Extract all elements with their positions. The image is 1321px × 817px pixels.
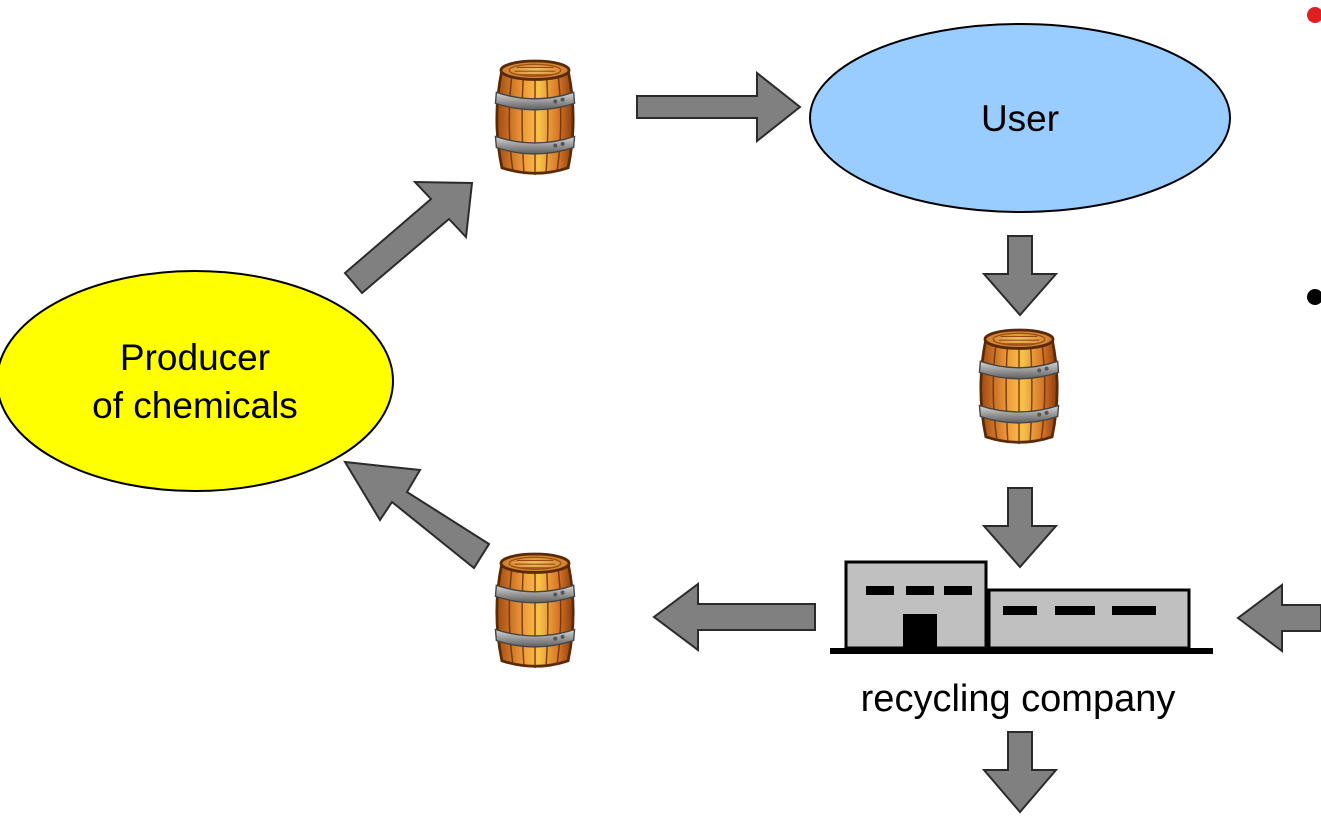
- producer-label-line2: of chemicals: [92, 385, 298, 426]
- arrow-to-bottom-barrel: [652, 582, 816, 652]
- arrow-producer-to-barrel: [343, 180, 474, 295]
- barrel-icon: [979, 330, 1058, 444]
- arrow-to-user: [636, 70, 802, 144]
- black-bullet: [1307, 289, 1321, 305]
- barrel-icon: [493, 59, 577, 177]
- producer-label-line1: Producer: [120, 337, 270, 378]
- producer-ellipse: [0, 270, 394, 492]
- user-ellipse: [809, 23, 1231, 213]
- arrow-to-factory: [981, 487, 1059, 569]
- arrow-barrel-to-producer: [343, 460, 491, 570]
- barrel-icon: [493, 552, 577, 670]
- factory-icon: [830, 560, 1213, 654]
- red-bullet: [1307, 7, 1321, 23]
- recycling-company-label: recycling company: [861, 678, 1176, 720]
- arrow-incoming-right: [1236, 583, 1321, 653]
- arrow-factory-down: [981, 731, 1059, 814]
- user-label: User: [981, 98, 1059, 139]
- arrow-user-down: [981, 235, 1059, 317]
